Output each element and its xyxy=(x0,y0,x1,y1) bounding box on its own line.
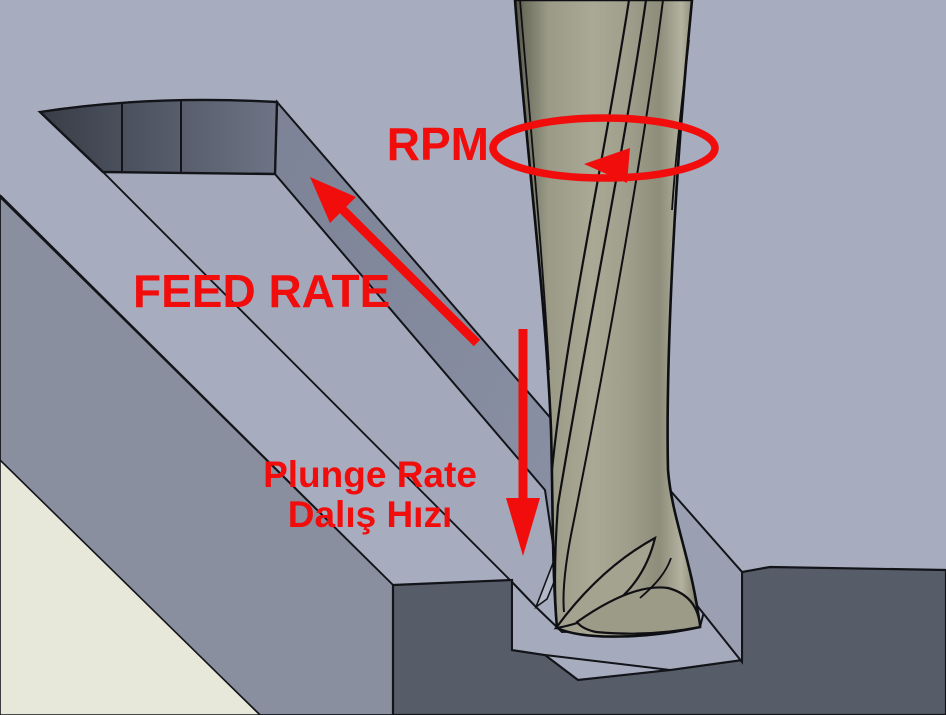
slot-edge-line-inner xyxy=(102,171,513,583)
feed-rate-label: FEED RATE xyxy=(133,265,390,317)
workpiece-left-face xyxy=(0,195,394,715)
background-surface xyxy=(0,458,262,715)
rpm-rotation-arrow xyxy=(489,114,719,183)
tool-cutting-flute xyxy=(575,586,702,635)
rpm-label: RPM xyxy=(387,118,489,170)
tool-flute-line xyxy=(639,557,672,599)
feed-arrowhead-icon xyxy=(310,177,356,223)
plunge-rate-label-en: Plunge Rate xyxy=(263,454,477,495)
tool-flute-line xyxy=(550,0,631,471)
plunge-rate-arrow xyxy=(506,329,540,556)
feed-rate-arrow xyxy=(310,177,481,347)
tool-flute-line xyxy=(553,0,648,616)
tool-flute-line xyxy=(671,39,690,211)
annotation-layer: RPM FEED RATE Plunge Rate Dalış Hızı xyxy=(133,114,719,556)
end-mill-tool xyxy=(513,0,702,638)
tool-flute-line xyxy=(519,0,550,371)
slot-end-wall xyxy=(37,98,279,176)
rotation-arrowhead-icon xyxy=(584,148,630,183)
tool-flute-line xyxy=(562,0,664,613)
plunge-rate-label-tr: Dalış Hızı xyxy=(288,494,453,535)
plunge-arrowhead-icon xyxy=(506,498,540,556)
tool-body xyxy=(513,0,702,638)
